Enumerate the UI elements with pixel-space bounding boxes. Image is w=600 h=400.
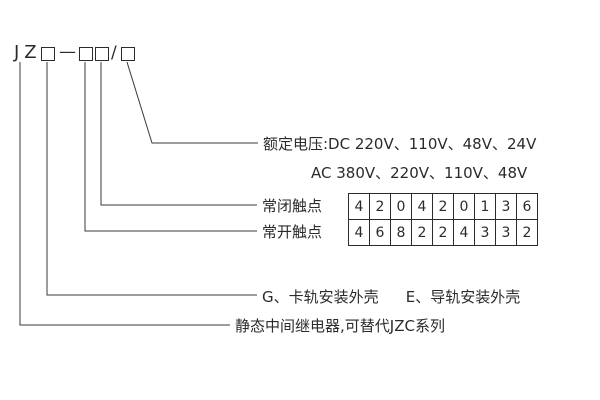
closed-contact-cell: 2 [370,194,390,219]
connector-voltage-line [126,61,258,144]
closed-contact-cell: 4 [349,194,369,219]
rated-voltage-ac-label: AC 380V、220V、110V、48V [311,164,528,182]
open-contact-cell: 2 [433,220,453,245]
connector-open-contact-line [84,62,257,232]
connector-series-line [19,62,230,326]
model-box-shell [41,47,55,61]
shell-g-label: G、卡轨安装外壳 [262,288,379,306]
closed-contact-cell: 0 [391,194,411,219]
closed-contact-cell: 0 [454,194,474,219]
open-contact-cell: 4 [349,220,369,245]
closed-contact-cell: 1 [475,194,495,219]
open-contact-cell: 2 [517,220,537,245]
closed-contact-cell: 2 [433,194,453,219]
open-contact-cell: 8 [391,220,411,245]
closed-contact-cell: 4 [412,194,432,219]
closed-contact-cell: 6 [517,194,537,219]
model-box-open-contact [79,47,93,61]
open-contact-cell: 3 [496,220,516,245]
connector-shell-line [46,62,257,296]
model-slash: / [111,43,117,63]
shell-e-label: E、导轨安装外壳 [405,288,521,306]
rated-voltage-dc-label: 额定电压:DC 220V、110V、48V、24V [263,135,537,153]
open-contact-cell: 6 [370,220,390,245]
open-contact-cell: 4 [454,220,474,245]
open-contact-label: 常开触点 [262,223,323,241]
contact-count-table: 4 2 0 4 2 0 1 3 6 4 6 8 2 2 4 3 3 2 [348,193,538,246]
open-contact-cell: 2 [412,220,432,245]
closed-contact-cell: 3 [496,194,516,219]
model-box-closed-contact [95,47,109,61]
connector-closed-contact-line [100,62,257,206]
shell-type-label: G、卡轨安装外壳 E、导轨安装外壳 [262,287,520,306]
model-dash: — [59,42,76,62]
model-box-voltage [121,47,135,61]
series-description-label: 静态中间继电器,可替代JZC系列 [235,317,445,335]
open-contact-cell: 3 [475,220,495,245]
model-prefix: JZ [14,42,42,63]
closed-contact-label: 常闭触点 [262,197,323,215]
